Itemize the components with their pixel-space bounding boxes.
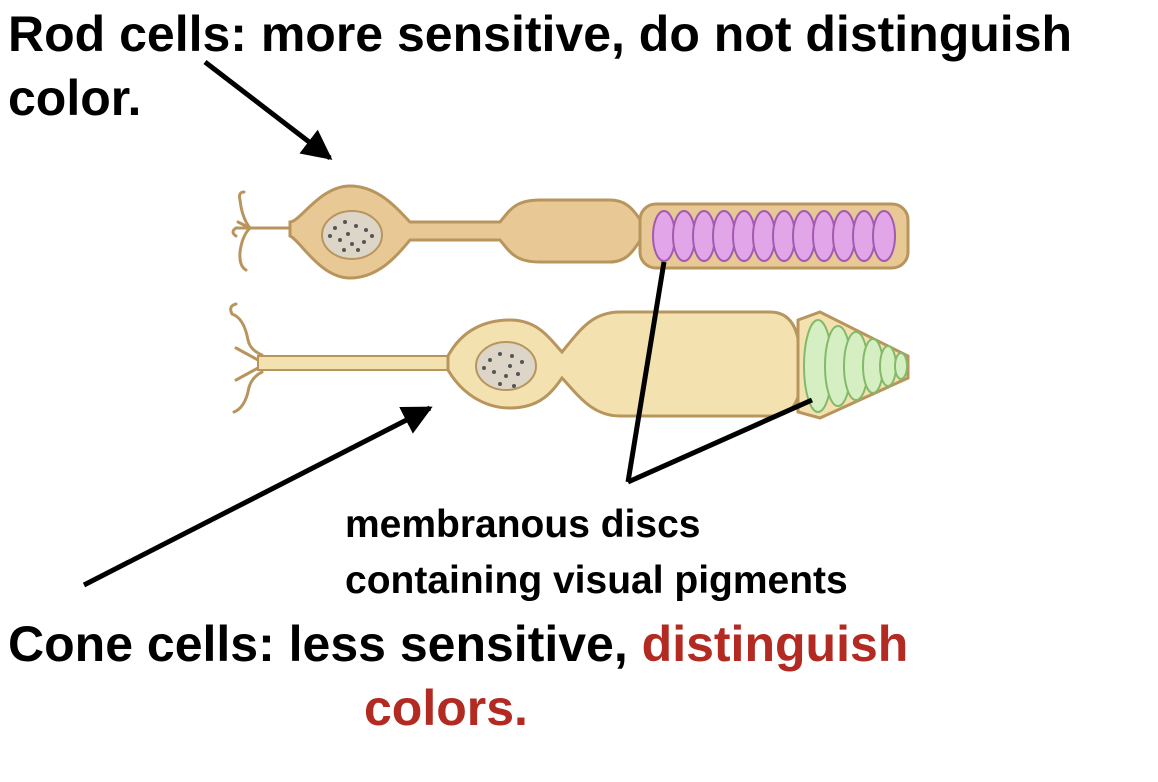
cone-axon <box>257 355 449 371</box>
rod-cells-label-line-1: Rod cells: more sensitive, do not distin… <box>8 6 1073 62</box>
cone-cell <box>229 302 910 420</box>
cone-arrow <box>82 405 433 588</box>
cone-cells-label-prefix: Cone cells: less sensitive, <box>8 616 642 672</box>
cone-nucleus <box>475 341 537 391</box>
rod-disc-pointer-line <box>625 261 667 483</box>
membranous-discs-label-line-2: containing visual pigments <box>345 559 848 602</box>
cone-membranous-discs <box>803 319 908 413</box>
rod-nucleus-dots <box>328 220 374 252</box>
cone-synaptic-terminal <box>229 302 264 414</box>
rod-synaptic-terminal <box>231 190 292 272</box>
cone-disc-pointer-line <box>626 397 814 485</box>
cone-cells-label-accent: distinguish <box>641 616 909 672</box>
cone-cells-label-line-2: colors. <box>364 680 528 736</box>
rod-membranous-discs <box>652 210 896 262</box>
membranous-discs-label-line-1: membranous discs <box>345 503 701 546</box>
rod-arrow <box>203 60 333 160</box>
cone-cells-label-line-1: Cone cells: less sensitive, distinguish <box>8 616 908 672</box>
cone-nucleus-dots <box>482 352 524 388</box>
rod-cell <box>231 184 910 280</box>
rod-nucleus <box>321 210 383 260</box>
rod-cells-label-line-2: color. <box>8 70 142 126</box>
